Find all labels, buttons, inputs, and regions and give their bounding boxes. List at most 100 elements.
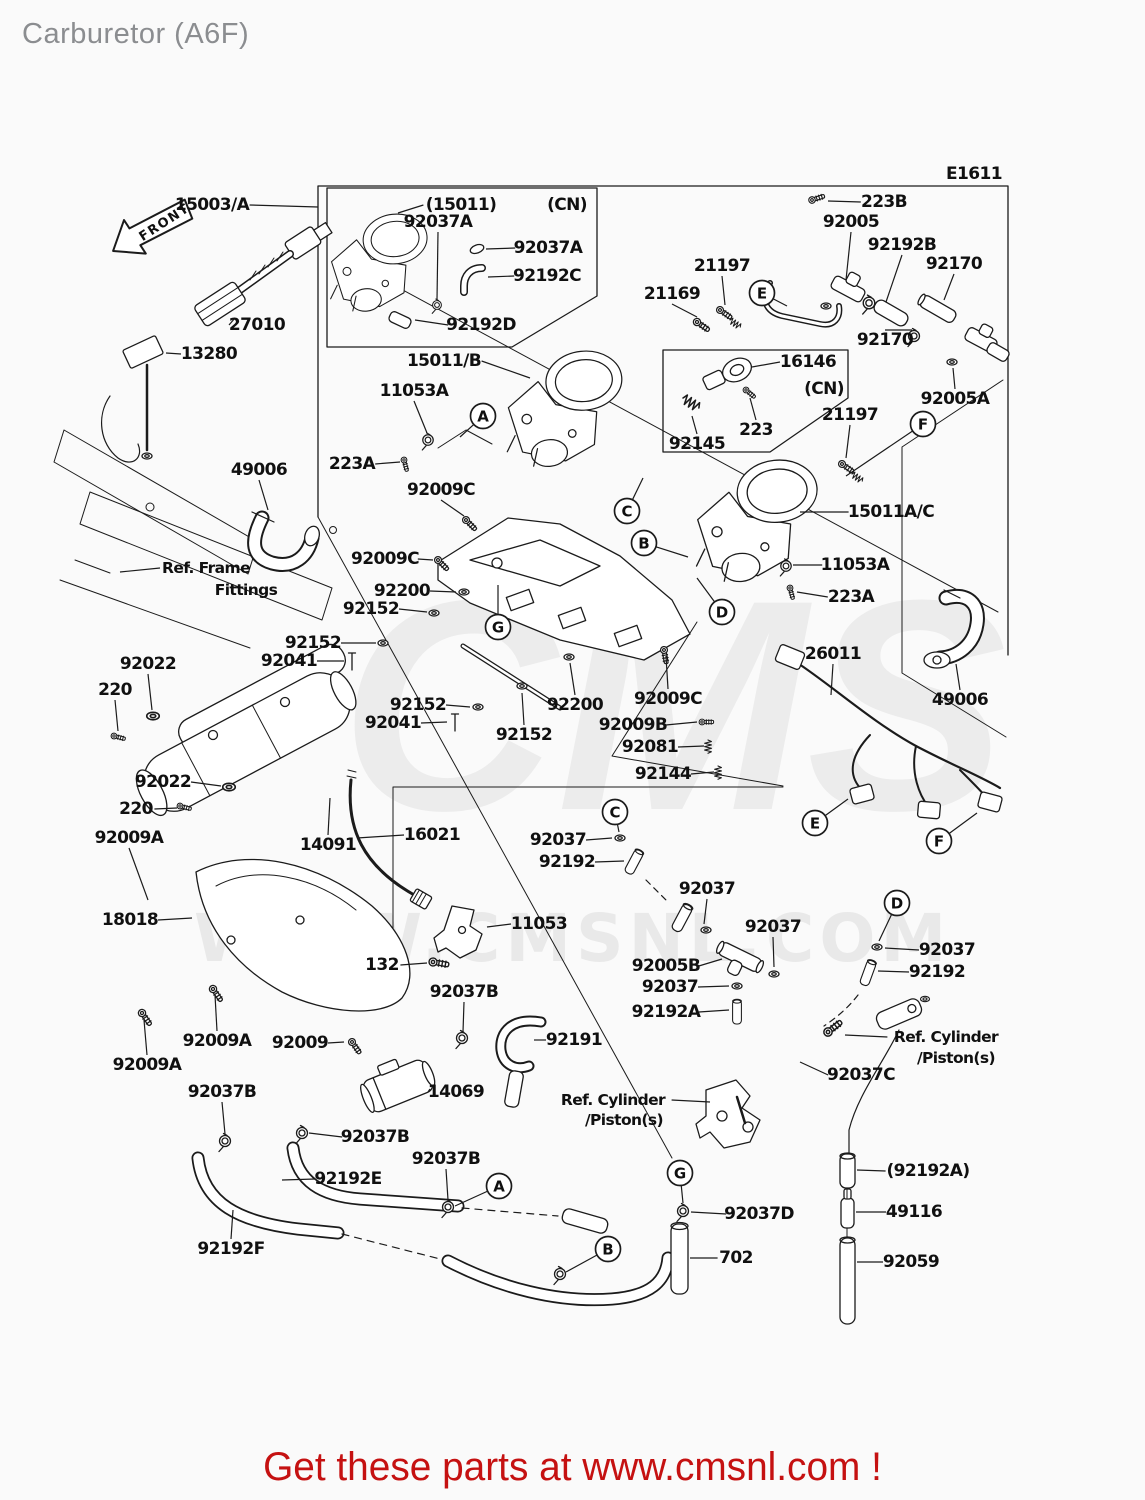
part-label: 702	[719, 1248, 753, 1268]
part-label: 92200	[374, 581, 431, 601]
part-label: 92009A	[113, 1055, 183, 1075]
part-label: 92081	[622, 737, 678, 757]
sensor-13280-sketch	[122, 335, 164, 460]
ref-circle-letter: F	[918, 416, 928, 434]
leader-line	[228, 317, 236, 326]
leader-line	[751, 361, 781, 368]
ref-circle-letter: E	[757, 285, 767, 303]
part-label: 11053A	[821, 555, 891, 575]
drain-hoses-sketch	[191, 1124, 690, 1307]
ref-circle-letter: D	[891, 895, 903, 913]
part-label: 15011/B	[407, 351, 481, 371]
part-label: 223A	[329, 454, 377, 474]
part-label: 92009B	[599, 715, 668, 735]
leader-line	[445, 1168, 449, 1201]
leader-line	[440, 499, 465, 517]
ref-circle-letter: A	[477, 408, 489, 426]
leader-line	[665, 655, 669, 690]
leader-line	[698, 1009, 730, 1013]
leader-line	[772, 936, 775, 968]
part-label: Fittings	[215, 581, 278, 599]
part-label: 92192D	[446, 315, 516, 335]
part-label: 92144	[635, 764, 692, 784]
part-label: 92152	[285, 633, 341, 653]
part-label: 15011A/C	[848, 502, 934, 522]
part-label: 92191	[546, 1030, 602, 1050]
duct-49006-left-sketch	[247, 510, 320, 572]
leader-line	[221, 1101, 226, 1135]
part-label: 92005B	[632, 956, 701, 976]
part-label: 92009	[272, 1033, 328, 1053]
part-label: (15011)	[426, 195, 496, 215]
part-label: 92037	[642, 977, 698, 997]
manifold-14091-sketch	[135, 643, 357, 817]
part-label: 21197	[822, 405, 878, 425]
leader-line	[955, 663, 961, 691]
leader-line	[356, 834, 405, 839]
leader-line	[749, 397, 757, 421]
part-label: 92037A	[404, 212, 474, 232]
leader-line	[462, 1001, 465, 1033]
part-label: (92192A)	[886, 1161, 969, 1181]
leader-line	[877, 970, 910, 973]
part-label: 14091	[300, 835, 356, 855]
ref-circle-letter: B	[602, 1241, 613, 1259]
leader-line	[487, 275, 515, 278]
vent-fittings-sketch	[614, 834, 883, 1027]
leader-line	[656, 546, 689, 558]
part-label: 49116	[886, 1202, 942, 1222]
leader-line	[327, 797, 331, 836]
part-label: 92037B	[412, 1149, 481, 1169]
part-label: Ref. Frame	[162, 559, 250, 577]
part-label: 92170	[926, 254, 983, 274]
leader-line	[884, 947, 920, 951]
leader-line	[697, 985, 730, 988]
leader-line	[943, 273, 955, 301]
part-label: 92192F	[197, 1239, 264, 1259]
leader-line	[230, 1209, 234, 1240]
part-label: 15003/A	[175, 195, 251, 215]
part-label: 92192C	[513, 266, 581, 286]
leader-line	[157, 917, 193, 921]
leader-line	[147, 673, 153, 711]
leader-line	[400, 962, 428, 966]
connector-27010-sketch	[194, 221, 333, 327]
page-title: Carburetor (A6F)	[22, 18, 250, 50]
leader-line	[398, 608, 428, 613]
leader-line	[119, 567, 161, 573]
leader-line	[427, 1088, 431, 1093]
part-label: 92022	[120, 654, 176, 674]
leader-line	[845, 231, 852, 281]
leader-line	[569, 662, 576, 696]
leader-line	[844, 1034, 888, 1038]
ref-circle-B	[630, 529, 658, 557]
leader-line	[454, 1190, 488, 1207]
leader-line	[952, 367, 956, 390]
ref-circle-letter: F	[934, 833, 944, 851]
leader-line	[281, 1178, 316, 1181]
leader-line	[190, 781, 222, 787]
part-label: 223	[739, 420, 773, 440]
part-label: 11053A	[380, 381, 450, 401]
leader-line	[696, 577, 715, 602]
part-label: 92037	[745, 917, 801, 937]
cable-16021-sketch	[346, 769, 483, 959]
ref-circle-letter: G	[492, 619, 504, 637]
part-label: 92037	[919, 940, 975, 960]
leader-line	[721, 275, 726, 306]
inset-small-parts-sketch	[388, 243, 486, 329]
part-label: 92192B	[868, 235, 937, 255]
part-label: 92170	[857, 330, 914, 350]
part-label: (CN)	[804, 379, 844, 399]
leader-line	[799, 1061, 829, 1076]
leader-line	[632, 477, 644, 500]
part-label: 92009C	[351, 549, 419, 569]
part-label: 220	[98, 680, 132, 700]
part-label: 27010	[229, 315, 286, 335]
ref-circle-F	[909, 410, 937, 438]
leader-line	[665, 721, 698, 726]
carburetor-15011AC-sketch	[685, 455, 827, 587]
ref-circle-F	[925, 827, 953, 855]
part-label: 92037	[530, 830, 586, 850]
